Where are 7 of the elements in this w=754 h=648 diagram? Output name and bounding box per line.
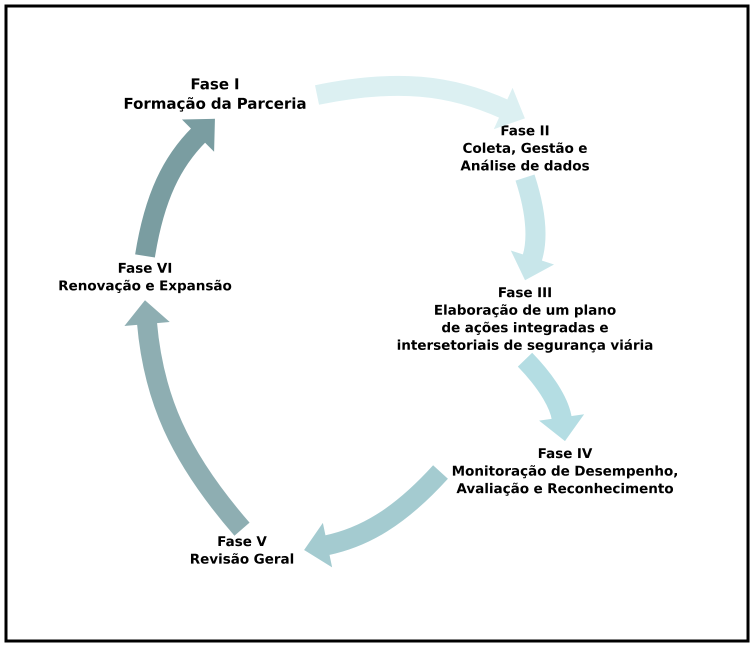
phase-label: Fase IV Monitoração de Desempenho, Avaliação e Reconhecimento	[452, 448, 677, 496]
phase-label: Fase VI Renovação e Expansão	[59, 262, 232, 294]
phase-label: Fase II Coleta, Gestão e Análise de dados	[460, 125, 589, 171]
phase-label: Fase V Revisão Geral	[190, 536, 294, 564]
block-arrow	[135, 118, 215, 258]
phase-label: Fase I Formação da Parceria	[124, 78, 306, 112]
phase-label: Fase III Elaboração de um plano de ações integradas e intersetoriais de segurança viária	[398, 287, 652, 353]
